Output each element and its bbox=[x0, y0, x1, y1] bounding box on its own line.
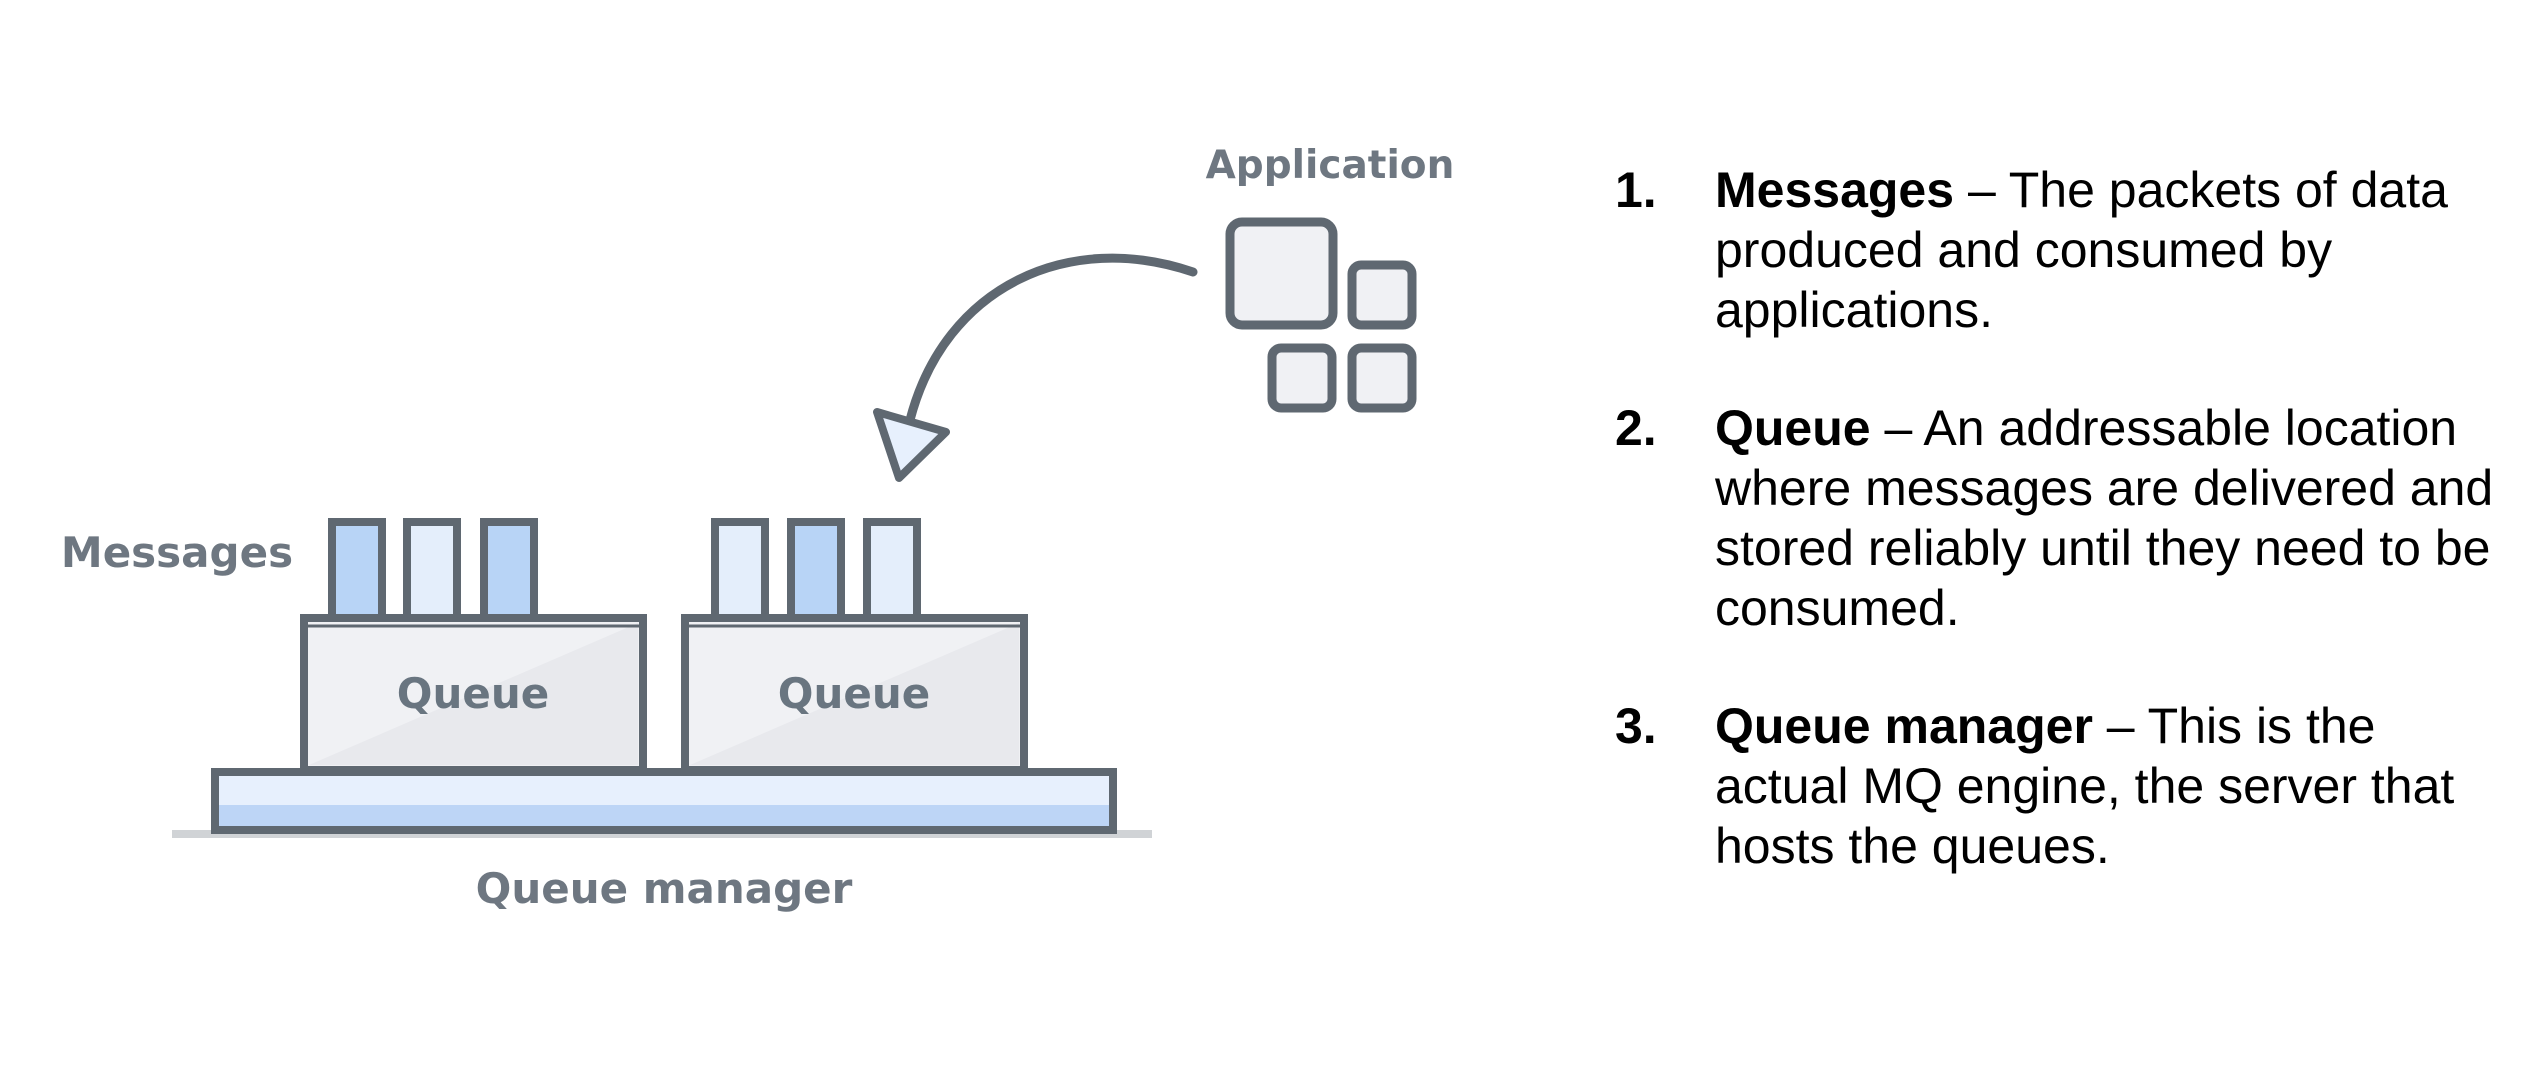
queue-manager-label: Queue manager bbox=[476, 864, 853, 913]
legend-number: 2. bbox=[1615, 400, 1657, 456]
legend-number: 1. bbox=[1615, 162, 1657, 218]
messages-label: Messages bbox=[61, 528, 293, 577]
message-block bbox=[711, 518, 769, 624]
queue-2-label: Queue bbox=[778, 669, 930, 718]
legend-text: Queue – An addressable location where me… bbox=[1715, 398, 2495, 638]
queue-1: Queue bbox=[300, 614, 647, 774]
flow-arrow-curve bbox=[905, 253, 1198, 425]
message-block bbox=[403, 518, 461, 624]
queue-1-label: Queue bbox=[397, 669, 549, 718]
legend-text: Messages – The packets of data produced … bbox=[1715, 160, 2495, 340]
flow-arrow-head bbox=[873, 408, 950, 482]
legend-term: Queue manager bbox=[1715, 698, 2093, 754]
legend-item-queue: 2. Queue – An addressable location where… bbox=[1615, 398, 2495, 638]
legend-term: Messages bbox=[1715, 162, 1955, 218]
legend-list: 1. Messages – The packets of data produc… bbox=[1615, 160, 2495, 934]
legend-item-queue-manager: 3. Queue manager – This is the actual MQ… bbox=[1615, 696, 2495, 876]
message-block bbox=[328, 518, 386, 624]
message-block bbox=[480, 518, 538, 624]
legend-item-messages: 1. Messages – The packets of data produc… bbox=[1615, 160, 2495, 340]
legend-description: – An addressable location where messages… bbox=[1715, 400, 2494, 636]
queue-2: Queue bbox=[681, 614, 1028, 774]
mq-diagram: Application Messages Queue Queue bbox=[61, 143, 1455, 913]
queue-manager-base bbox=[172, 768, 1152, 838]
legend-text: Queue manager – This is the actual MQ en… bbox=[1715, 696, 2495, 876]
message-block bbox=[787, 518, 845, 624]
legend-description: – This is the actual MQ engine, the serv… bbox=[1715, 698, 2455, 874]
queue-1-messages bbox=[328, 518, 538, 624]
application-icon bbox=[1225, 217, 1417, 413]
queue-2-messages bbox=[711, 518, 921, 624]
message-block bbox=[863, 518, 921, 624]
legend-number: 3. bbox=[1615, 698, 1657, 754]
legend-description: – The packets of data produced and consu… bbox=[1715, 162, 2448, 338]
legend-term: Queue bbox=[1715, 400, 1871, 456]
application-label: Application bbox=[1206, 143, 1455, 188]
